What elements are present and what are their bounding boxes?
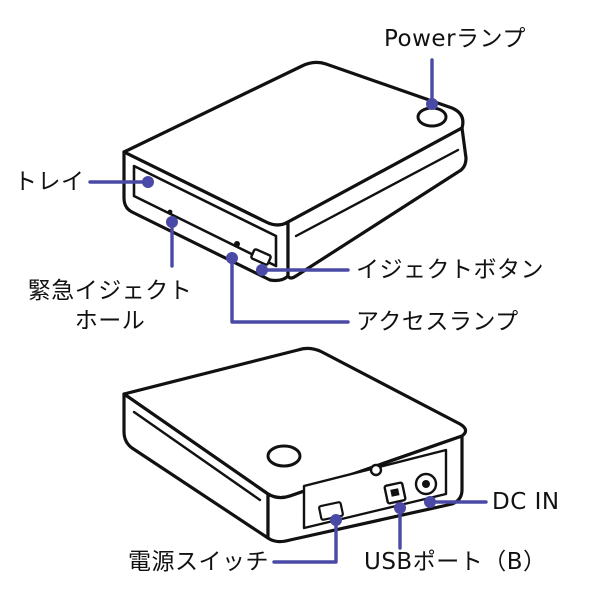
label-power-switch: 電源スイッチ <box>128 549 269 575</box>
side-panel-line <box>294 148 460 238</box>
label-access-lamp: アクセスランプ <box>356 309 519 335</box>
dot-power-lamp <box>426 98 438 110</box>
drive-front-face <box>122 150 290 283</box>
callout-dots <box>142 98 438 526</box>
label-emergency-eject-line2: ホール <box>74 308 146 334</box>
dot-eject-button <box>256 264 268 276</box>
callout-power-switch <box>272 518 338 564</box>
drive-rear-view <box>122 346 468 544</box>
rear-screw <box>369 463 383 477</box>
dot-access-lamp <box>226 252 238 264</box>
drive-right-face <box>286 126 468 280</box>
callout-lines <box>88 58 488 564</box>
label-emergency-eject-line1: 緊急イジェクト <box>27 278 193 304</box>
label-dc-in: DC IN <box>492 489 560 515</box>
drive-front-view <box>122 60 468 283</box>
dot-power-switch <box>330 514 342 526</box>
label-eject-button: イジェクトボタン <box>356 257 544 283</box>
dot-usb-port <box>394 502 406 514</box>
dot-emergency-eject <box>166 216 178 228</box>
callout-access-lamp <box>230 254 350 324</box>
left-panel-line <box>132 410 262 502</box>
label-usb-port: USBポート（B） <box>364 549 547 575</box>
label-power-lamp: Powerランプ <box>384 26 526 52</box>
power-lamp <box>416 106 448 128</box>
rear-top-lamp <box>266 444 302 468</box>
emergency-eject-hole <box>167 209 173 215</box>
dot-dc-in <box>424 496 436 508</box>
dot-tray <box>142 176 154 188</box>
label-tray: トレイ <box>14 169 85 195</box>
tray-slot <box>132 164 278 268</box>
access-lamp-dot <box>234 241 240 247</box>
eject-button-shape <box>250 248 272 266</box>
